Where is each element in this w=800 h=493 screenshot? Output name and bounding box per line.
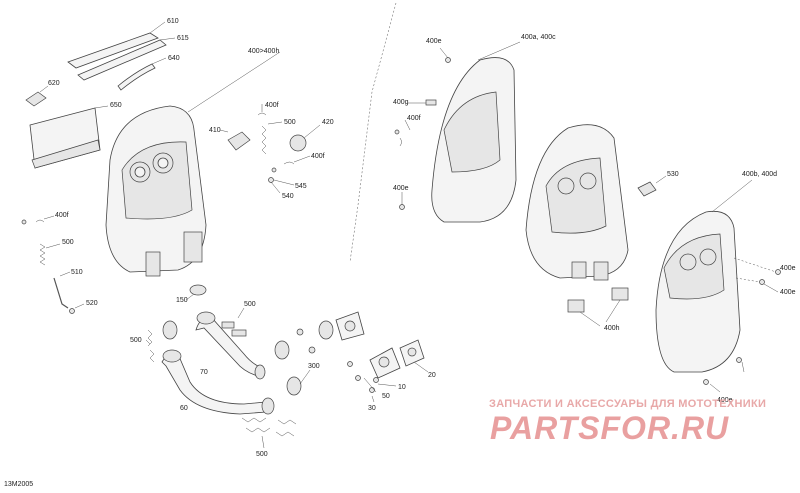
- clamps-springs-lower: [145, 307, 297, 449]
- label-540: 540: [282, 193, 294, 200]
- label-400-400h: 400>400h: [248, 48, 279, 55]
- muffler-joint-300: [274, 311, 365, 396]
- label-400f-d: 400f: [55, 212, 69, 219]
- studs-nuts-10-30-50: [347, 361, 397, 403]
- label-620: 620: [48, 80, 60, 87]
- label-30: 30: [368, 405, 376, 412]
- label-400e-r2: 400e: [780, 289, 796, 296]
- rod-510: [53, 271, 71, 309]
- bracket-400h: [567, 287, 629, 327]
- washer-520: [69, 303, 85, 314]
- bracket-530: [637, 175, 667, 197]
- diagram-reference-code: 13M2005: [4, 481, 34, 488]
- label-520: 520: [86, 300, 98, 307]
- label-615: 615: [177, 35, 189, 42]
- label-400e-r1: 400e: [780, 265, 796, 272]
- spring-500-mid: [261, 121, 283, 155]
- label-400e-mid: 400e: [393, 185, 409, 192]
- hook-400f-mid: [257, 104, 311, 165]
- fasteners-400g-400f: [394, 99, 437, 210]
- label-10: 10: [398, 384, 406, 391]
- screws-545-540: [268, 167, 295, 194]
- flange-20: [369, 339, 429, 379]
- label-400h: 400h: [604, 325, 620, 332]
- label-510: 510: [71, 269, 83, 276]
- label-500-e: 500: [256, 451, 268, 458]
- label-500-b: 500: [62, 239, 74, 246]
- clamp-150: [185, 284, 207, 301]
- label-60: 60: [180, 405, 188, 412]
- label-400g: 400g: [393, 99, 409, 106]
- pipe-70: [195, 311, 266, 380]
- label-400f-b: 400f: [311, 153, 325, 160]
- fasteners-right-cover: [703, 257, 781, 393]
- grommet-420: [289, 124, 321, 152]
- label-400a-400c: 400a, 400c: [521, 34, 556, 41]
- label-420: 420: [322, 119, 334, 126]
- label-650: 650: [110, 102, 122, 109]
- label-500-a: 500: [284, 119, 296, 126]
- pipe-60: [161, 349, 275, 415]
- clip-620: [25, 85, 49, 107]
- strip-610: [67, 21, 166, 69]
- label-400f-c: 400f: [407, 115, 421, 122]
- cover-400a: [431, 41, 521, 223]
- muffler-assembly-left: [105, 51, 281, 277]
- label-70: 70: [200, 369, 208, 376]
- label-300: 300: [308, 363, 320, 370]
- hook-400f-left: [21, 215, 55, 225]
- label-150: 150: [176, 297, 188, 304]
- label-50: 50: [382, 393, 390, 400]
- label-545: 545: [295, 183, 307, 190]
- cover-400b: [655, 179, 753, 373]
- label-410: 410: [209, 127, 221, 134]
- label-400b-400d: 400b, 400d: [742, 171, 777, 178]
- label-400f-a: 400f: [265, 102, 279, 109]
- spring-500-left: [39, 243, 61, 266]
- label-610: 610: [167, 18, 179, 25]
- watermark-logo: PARTSFOR.RU: [490, 410, 730, 446]
- label-500-c: 500: [130, 337, 142, 344]
- label-530: 530: [667, 171, 679, 178]
- label-640: 640: [168, 55, 180, 62]
- strip-640: [117, 57, 167, 91]
- divider-line: [349, 2, 397, 263]
- watermark-tagline: ЗАПЧАСТИ И АКСЕССУАРЫ ДЛЯ МОТОТЕХНИКИ: [489, 398, 767, 410]
- label-400e-bot: 400e: [717, 397, 733, 404]
- label-20: 20: [428, 372, 436, 379]
- panel-650: [29, 105, 109, 169]
- muffler-assembly-right: [525, 124, 629, 281]
- label-400e-top: 400e: [426, 38, 442, 45]
- strip-615: [77, 37, 176, 81]
- label-500-d: 500: [244, 301, 256, 308]
- bracket-410: [219, 129, 251, 151]
